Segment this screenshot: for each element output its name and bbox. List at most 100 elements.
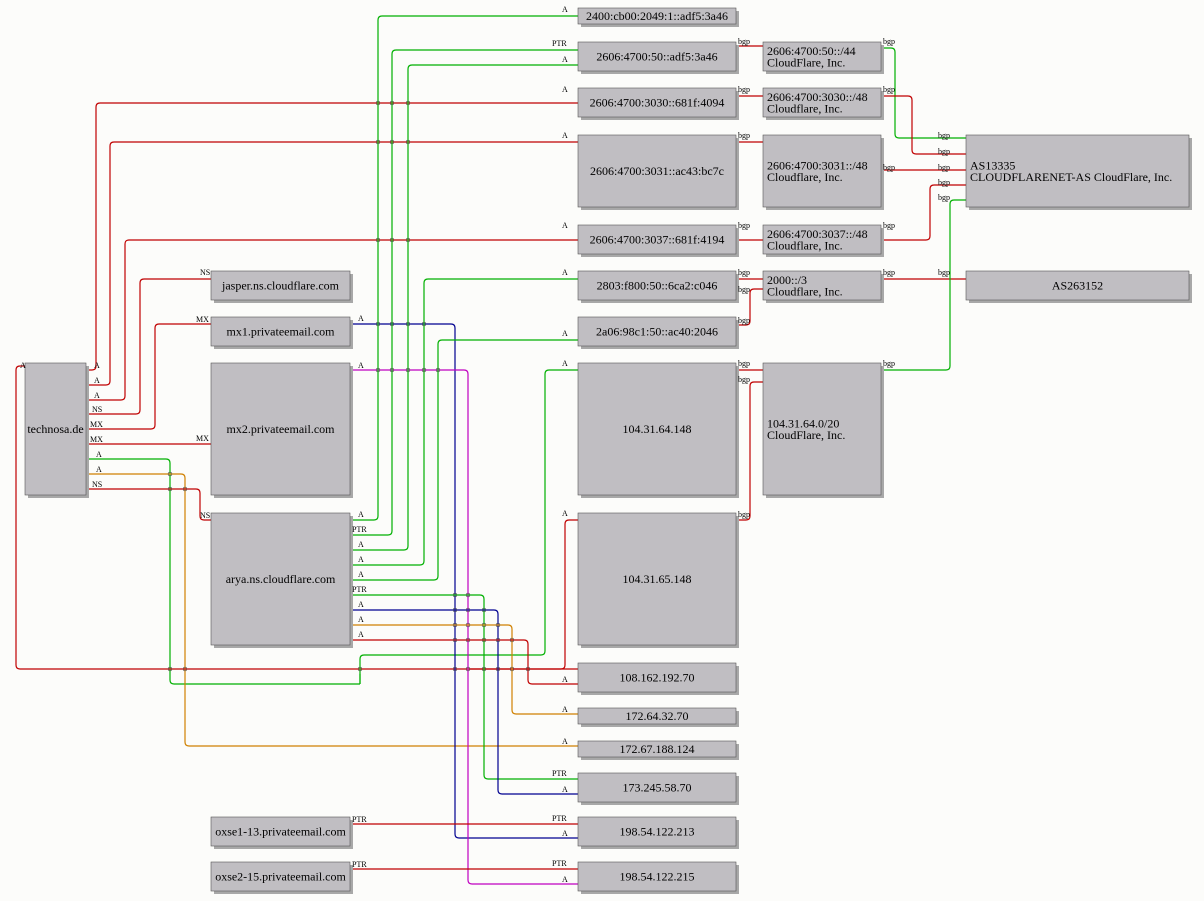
edge-label-a: A [96,465,102,474]
edge-label-bgp: bgp [738,37,750,46]
edge-label-a: A [562,509,568,518]
node-label: arya.ns.cloudflare.com [226,572,336,586]
edge-label-bgp: bgp [738,359,750,368]
node-ip-172-64[interactable]: 172.64.32.70 [577,707,739,727]
node-box [577,861,737,892]
node-label: 2606:4700:3037::681f:4194 [590,233,725,247]
node-box [577,87,737,118]
edge-arya-a-2a06 [350,339,578,581]
edge-arya-a-2400 [350,15,578,521]
edge-hop-mark [182,666,188,672]
node-ip-198-215[interactable]: 198.54.122.215 [577,861,739,894]
node-box [762,362,882,496]
edge-label-a: A [562,85,568,94]
edge-label-a: A [358,555,364,564]
node-ip6-2803[interactable]: 2803:f800:50::6ca2:c046 [577,270,739,303]
edge-technosa-a-104-64-part [86,458,360,685]
edge-label-a: A [358,361,364,370]
edge-label-a: A [562,705,568,714]
node-ip-172-67[interactable]: 172.67.188.124 [577,740,739,760]
edge-bgp-2a06 [736,288,763,326]
edge-label-bgp: bgp [938,193,950,202]
node-box [577,772,737,803]
node-ip-104-64[interactable]: 104.31.64.148 [577,362,739,498]
node-label: AS263152 [1052,279,1103,293]
edge-hop-mark [452,607,458,613]
node-oxse2[interactable]: oxse2-15.privateemail.com [210,861,353,894]
edge-hop-mark [481,637,487,643]
node-ip-173[interactable]: 173.245.58.70 [577,772,739,805]
node-as263152[interactable]: AS263152 [965,270,1192,303]
node-ip6-adf5[interactable]: 2606:4700:50::adf5:3a46 [577,41,739,74]
edge-label-bgp: bgp [738,316,750,325]
edge-arya-a-173 [350,609,578,795]
node-ip6-2400[interactable]: 2400:cb00:2049:1::adf5:3a46 [577,7,739,27]
node-box [210,270,351,301]
edge-label-bgp: bgp [738,85,750,94]
node-ip-104-65[interactable]: 104.31.65.148 [577,512,739,648]
edge-bgp-104-as [881,199,966,371]
edge-label-ptr: PTR [552,39,567,48]
edge-green-to-104-64 [359,369,578,684]
node-jasper[interactable]: jasper.ns.cloudflare.com [210,270,353,303]
node-ip-108[interactable]: 108.162.192.70 [577,662,739,695]
node-oxse1[interactable]: oxse1-13.privateemail.com [210,816,353,849]
node-box [210,512,351,646]
node-mx2[interactable]: mx2.privateemail.com [210,362,353,498]
edge-hop-mark [495,637,501,643]
edge-label-a: A [562,5,568,14]
edge-hop-mark [495,622,501,628]
edge-hop-mark [405,367,411,373]
node-label: 104.31.64.148 [623,422,692,436]
node-label: 2606:4700:3030::681f:4094 [590,96,725,110]
edge-label-bgp: bgp [738,510,750,519]
node-label: Cloudflare, Inc. [767,284,843,298]
edge-label-ptr: PTR [352,585,367,594]
edge-technosa-a-108 [15,365,578,670]
edge-hop-mark [421,321,427,327]
edge-hop-mark [465,592,471,598]
node-mx1[interactable]: mx1.privateemail.com [210,316,353,349]
edge-label-bgp: bgp [938,268,950,277]
edge-label-bgp: bgp [938,178,950,187]
edge-hop-mark [509,637,515,643]
node-arya[interactable]: arya.ns.cloudflare.com [210,512,353,648]
edge-bgp-3037-as [881,184,966,241]
edge-label-bgp: bgp [938,131,950,140]
edge-arya-a-2803 [350,278,578,566]
node-label: CLOUDFLARENET-AS CloudFlare, Inc. [970,170,1172,184]
edge-label-bgp: bgp [883,268,895,277]
node-label: 2803:f800:50::6ca2:c046 [597,279,718,293]
edge-label-mx: MX [90,435,103,444]
node-ip-198-213[interactable]: 198.54.122.213 [577,816,739,849]
edge-label-a: A [562,875,568,884]
node-box [762,134,882,208]
edge-hop-mark [375,139,381,145]
node-ip6-2a06[interactable]: 2a06:98c1:50::ac40:2046 [577,316,739,349]
edge-label-ptr: PTR [552,769,567,778]
node-label: Cloudflare, Inc. [767,170,843,184]
edge-label-bgp: bgp [883,359,895,368]
node-ip6-681f4094[interactable]: 2606:4700:3030::681f:4094 [577,87,739,120]
edge-label-mx: MX [196,434,209,443]
edge-label-a: A [562,737,568,746]
node-label: 2606:4700:50::/44 [767,44,856,58]
edge-hop-mark [389,321,395,327]
node-ip6-681f4194[interactable]: 2606:4700:3037::681f:4194 [577,224,739,257]
edge-hop-mark [452,622,458,628]
node-label: mx1.privateemail.com [227,325,336,339]
edge-mx1-a-198-213 [350,323,578,839]
node-ip6-ac43[interactable]: 2606:4700:3031::ac43:bc7c [577,134,739,210]
edge-hop-mark [389,100,395,106]
node-technosa[interactable]: technosa.de [24,362,89,498]
edge-label-a: A [94,361,100,370]
edge-label-a: A [562,785,568,794]
